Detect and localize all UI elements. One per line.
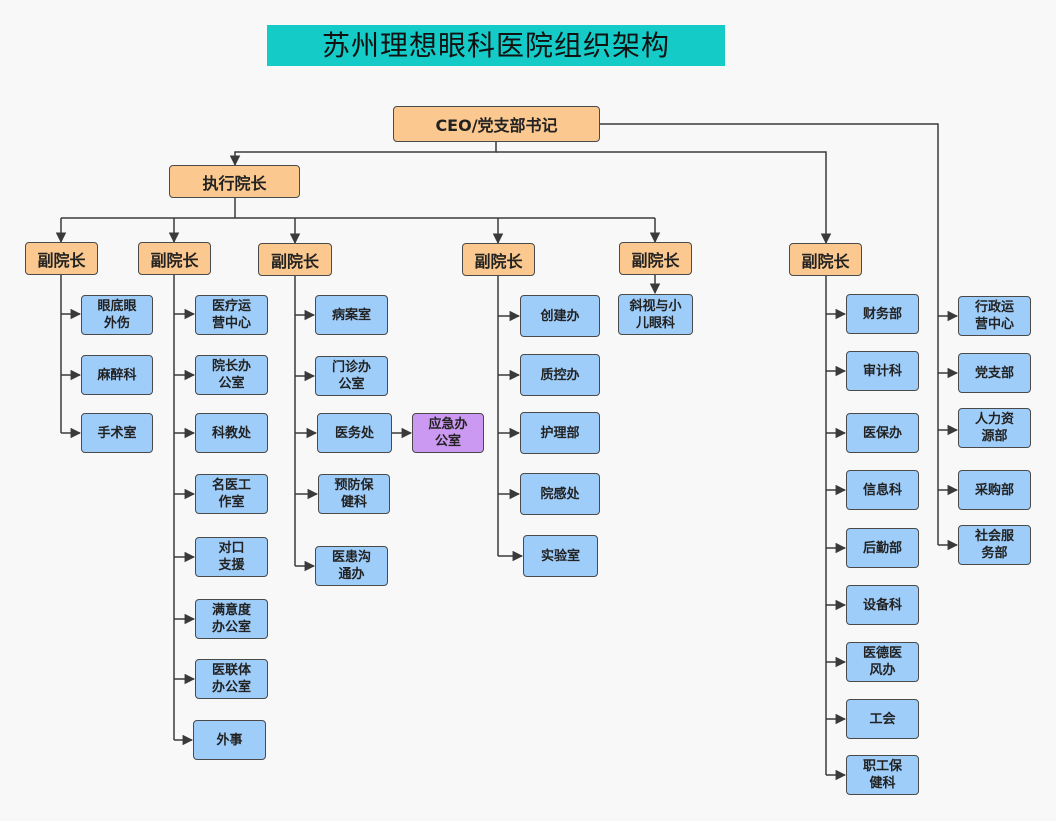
node-vice-president-6: 副院长 <box>789 243 862 276</box>
node-laboratory: 实验室 <box>523 535 598 577</box>
node-executive-president: 执行院长 <box>169 165 300 198</box>
node-creation-office: 创建办 <box>520 295 600 337</box>
node-vice-president-4: 副院长 <box>462 243 535 276</box>
node-social-services: 社会服 务部 <box>958 525 1031 565</box>
node-counterpart-support: 对口 支援 <box>195 537 268 577</box>
node-outpatient-office: 门诊办 公室 <box>315 356 388 396</box>
node-fundus-trauma: 眼底眼 外伤 <box>81 295 153 335</box>
node-nursing: 护理部 <box>520 412 600 454</box>
node-medical-operations-center: 医疗运 营中心 <box>195 295 268 335</box>
node-purchasing: 采购部 <box>958 470 1031 510</box>
node-logistics: 后勤部 <box>846 528 919 568</box>
node-strabismus-pediatric: 斜视与小 儿眼科 <box>618 294 693 335</box>
node-emergency-office: 应急办 公室 <box>412 413 484 453</box>
node-information: 信息科 <box>846 470 919 510</box>
node-trade-union: 工会 <box>846 699 919 739</box>
node-foreign-affairs: 外事 <box>193 720 266 760</box>
node-vice-president-5: 副院长 <box>619 242 692 275</box>
node-finance: 财务部 <box>846 294 919 334</box>
node-medical-affairs: 医务处 <box>317 413 392 453</box>
chart-title: 苏州理想眼科医院组织架构 <box>267 25 725 66</box>
node-vice-president-3: 副院长 <box>258 243 332 276</box>
node-patient-communication: 医患沟 通办 <box>315 546 388 586</box>
node-infection-control: 院感处 <box>520 473 600 515</box>
node-operating-room: 手术室 <box>81 413 153 453</box>
node-medical-records: 病案室 <box>315 295 388 335</box>
node-equipment: 设备科 <box>846 585 919 625</box>
node-medical-insurance: 医保办 <box>846 413 919 453</box>
node-ceo: CEO/党支部书记 <box>393 106 600 142</box>
node-quality-control: 质控办 <box>520 354 600 396</box>
node-alliance-office: 医联体 办公室 <box>195 659 268 699</box>
node-preventive-care: 预防保 健科 <box>318 474 390 514</box>
node-vice-president-1: 副院长 <box>25 242 98 275</box>
node-satisfaction-office: 满意度 办公室 <box>195 599 268 639</box>
node-admin-operations-center: 行政运 营中心 <box>958 296 1031 336</box>
node-party-branch: 党支部 <box>958 353 1031 393</box>
node-human-resources: 人力资 源部 <box>958 408 1031 448</box>
node-audit: 审计科 <box>846 351 919 391</box>
node-vice-president-2: 副院长 <box>138 242 211 275</box>
node-medical-ethics: 医德医 风办 <box>846 642 919 682</box>
node-anesthesia: 麻醉科 <box>81 355 153 395</box>
node-doctor-studio: 名医工 作室 <box>195 474 268 514</box>
node-education-office: 科教处 <box>195 413 268 453</box>
node-presidents-office: 院长办 公室 <box>195 355 268 395</box>
node-staff-healthcare: 职工保 健科 <box>846 755 919 795</box>
